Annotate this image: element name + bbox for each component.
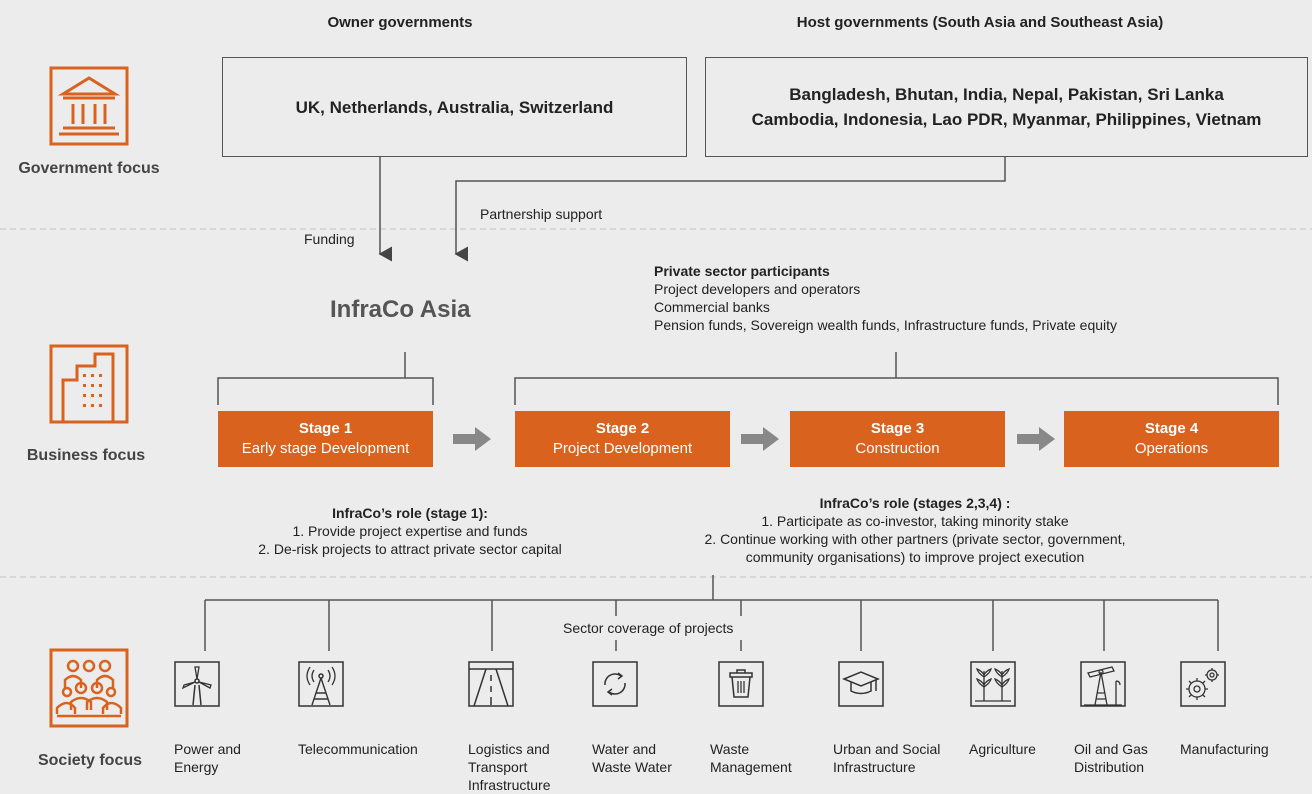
wind-turbine-icon bbox=[174, 661, 220, 707]
owner-governments-box: UK, Netherlands, Australia, Switzerland bbox=[222, 57, 687, 157]
role-line: 2. De-risk projects to attract private s… bbox=[258, 541, 562, 557]
role-line: 1. Provide project expertise and funds bbox=[292, 523, 528, 539]
owner-governments-header: Owner governments bbox=[327, 14, 473, 31]
sector-label-urban: Urban and Social Infrastructure bbox=[833, 741, 941, 775]
stage-arrow-icon bbox=[1017, 427, 1055, 451]
stage-title: Stage 2 bbox=[595, 420, 650, 437]
antenna-icon bbox=[298, 661, 344, 707]
stages234-bracket bbox=[514, 377, 1279, 405]
host-countries-line2: Cambodia, Indonesia, Lao PDR, Myanmar, P… bbox=[751, 110, 1262, 129]
role-line: 2. Continue working with other partners … bbox=[704, 531, 1126, 547]
recycle-icon bbox=[592, 661, 638, 707]
stage-arrow-icon bbox=[741, 427, 779, 451]
stage-3-box: Stage 3 Construction bbox=[790, 411, 1005, 467]
role-line: community organisations) to improve proj… bbox=[745, 549, 1085, 565]
private-sector-line: Commercial banks bbox=[654, 299, 770, 315]
role-stages234: InfraCo’s role (stages 2,3,4) : 1. Parti… bbox=[640, 494, 1190, 566]
sector-label-manufacturing: Manufacturing bbox=[1180, 741, 1269, 757]
stage-title: Stage 1 bbox=[298, 420, 353, 437]
sector-label-waste: Waste Management bbox=[710, 741, 792, 775]
plant-icon bbox=[970, 661, 1016, 707]
host-governments-box: Bangladesh, Bhutan, India, Nepal, Pakist… bbox=[705, 57, 1308, 157]
office-building-icon bbox=[49, 344, 129, 424]
graduation-cap-icon bbox=[838, 661, 884, 707]
private-sector-line: Pension funds, Sovereign wealth funds, I… bbox=[654, 317, 1118, 333]
stage-title: Stage 4 bbox=[1144, 420, 1199, 437]
people-group-icon bbox=[49, 648, 129, 728]
sector-label-power: Power and Energy bbox=[174, 741, 241, 775]
stage-arrow-icon bbox=[453, 427, 491, 451]
stage1-bracket bbox=[217, 377, 434, 405]
government-building-icon bbox=[49, 66, 129, 146]
funding-label: Funding bbox=[304, 231, 355, 247]
sector-label-agriculture: Agriculture bbox=[969, 741, 1036, 757]
stage-subtitle: Project Development bbox=[552, 440, 693, 457]
sector-label-logistics: Logistics and Transport Infrastructure bbox=[468, 741, 551, 793]
government-focus-label: Government focus bbox=[18, 160, 160, 177]
road-icon bbox=[468, 661, 514, 707]
stage-subtitle: Operations bbox=[1134, 440, 1209, 457]
stage-1-box: Stage 1 Early stage Development bbox=[218, 411, 433, 467]
trash-bin-icon bbox=[718, 661, 764, 707]
host-countries-line1: Bangladesh, Bhutan, India, Nepal, Pakist… bbox=[789, 85, 1224, 104]
partnership-arrow bbox=[454, 157, 1006, 262]
private-sector-line: Project developers and operators bbox=[654, 281, 861, 297]
stage-4-box: Stage 4 Operations bbox=[1064, 411, 1279, 467]
sector-coverage-label: Sector coverage of projects bbox=[563, 620, 734, 636]
owner-countries: UK, Netherlands, Australia, Switzerland bbox=[295, 97, 614, 117]
role-title: InfraCo’s role (stage 1): bbox=[332, 505, 488, 521]
stage-subtitle: Construction bbox=[855, 440, 940, 457]
business-focus-label: Business focus bbox=[26, 447, 146, 464]
role-title: InfraCo’s role (stages 2,3,4) : bbox=[819, 495, 1011, 511]
role-stage1: InfraCo’s role (stage 1): 1. Provide pro… bbox=[200, 504, 620, 558]
sector-label-telecom: Telecommunication bbox=[298, 741, 418, 757]
oil-pump-icon bbox=[1080, 661, 1126, 707]
gears-icon bbox=[1180, 661, 1226, 707]
infraco-asia-title: InfraCo Asia bbox=[330, 296, 471, 323]
society-focus-label: Society focus bbox=[37, 752, 143, 769]
private-sector-title: Private sector participants bbox=[654, 263, 830, 279]
role-line: 1. Participate as co-investor, taking mi… bbox=[761, 513, 1069, 529]
partnership-support-label: Partnership support bbox=[480, 206, 603, 222]
private-sector-block: Private sector participants Project deve… bbox=[654, 262, 1117, 334]
sector-label-oil-gas: Oil and Gas Distribution bbox=[1074, 741, 1148, 775]
stage-title: Stage 3 bbox=[870, 420, 925, 437]
host-governments-header: Host governments (South Asia and Southea… bbox=[796, 14, 1164, 31]
sector-label-water: Water and Waste Water bbox=[592, 741, 672, 775]
stage-subtitle: Early stage Development bbox=[241, 440, 410, 457]
stage-2-box: Stage 2 Project Development bbox=[515, 411, 730, 467]
